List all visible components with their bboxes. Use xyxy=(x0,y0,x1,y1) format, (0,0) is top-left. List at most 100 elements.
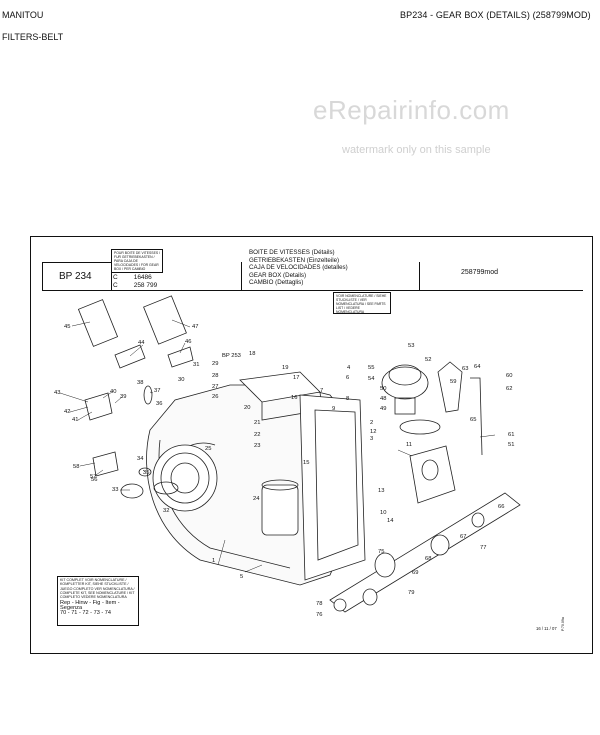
callout-27: 27 xyxy=(212,384,218,390)
callout-14: 14 xyxy=(387,518,394,524)
rep-header: Rep - Hinw - Fig - Item - Segenza xyxy=(60,600,120,611)
callout-13: 13 xyxy=(378,488,384,494)
callout-68: 68 xyxy=(425,556,431,562)
callout-7: 7 xyxy=(320,388,323,394)
callout-49: 49 xyxy=(380,406,386,412)
callout-33: 33 xyxy=(112,487,118,493)
watermark-sub: watermark only on this sample xyxy=(342,144,491,156)
callout-64: 64 xyxy=(474,364,481,370)
callout-58: 58 xyxy=(73,464,79,470)
callout-12: 12 xyxy=(370,429,376,435)
title-line-fr: BOITE DE VITESSES (Détails) xyxy=(249,249,335,256)
callout-32: 32 xyxy=(163,508,169,514)
callout-19: 19 xyxy=(282,365,288,371)
callout-38: 38 xyxy=(137,380,143,386)
callout-47: 47 xyxy=(192,324,198,330)
callout-25: 25 xyxy=(205,446,211,452)
callout-28: 28 xyxy=(212,373,218,379)
lever-assembly xyxy=(437,361,483,456)
callout-66: 66 xyxy=(498,504,504,510)
callout-59: 59 xyxy=(450,379,456,385)
note-box: POUR BOITE DE VITESSES / FUR GETRIEBEKAS… xyxy=(111,249,163,273)
date-code: 16 / 11 / 07 xyxy=(536,626,557,631)
pump-assembly xyxy=(381,364,441,435)
callout-52: 52 xyxy=(425,357,431,363)
callout-69: 69 xyxy=(412,570,418,576)
callout-22: 22 xyxy=(254,432,260,438)
callout-9: 9 xyxy=(332,406,335,412)
callout-62: 62 xyxy=(506,386,512,392)
callout-57: 57 xyxy=(90,474,96,480)
callout-75: 75 xyxy=(378,549,384,555)
callout-61: 61 xyxy=(508,432,514,438)
callout-60: 60 xyxy=(506,373,512,379)
callout-16: 16 xyxy=(291,395,297,401)
sheet-code-box: BP 234 xyxy=(42,262,112,290)
callout-3: 3 xyxy=(370,436,373,442)
serial-value-1: 16486 xyxy=(133,274,152,281)
callout-29: 29 xyxy=(212,361,218,367)
rep-values: 70 - 71 - 72 - 73 - 74 xyxy=(60,610,111,617)
callout-20: 20 xyxy=(244,405,250,411)
callout-40: 40 xyxy=(110,389,116,395)
callout-53: 53 xyxy=(408,343,414,349)
page-header-title: BP234 - GEAR BOX (DETAILS) (258799MOD) xyxy=(400,10,591,20)
right-side-assembly xyxy=(299,394,366,581)
callout-44: 44 xyxy=(138,340,145,346)
callout-79: 79 xyxy=(408,590,414,596)
header-separator xyxy=(42,290,583,291)
callout-41: 41 xyxy=(72,417,78,423)
callout-39: 39 xyxy=(120,394,126,400)
modification-reference: 258799mod xyxy=(461,269,498,276)
callout-50: 50 xyxy=(380,386,386,392)
leader-lines xyxy=(59,319,496,573)
callout-48: 48 xyxy=(380,396,386,402)
callout-42: 42 xyxy=(64,409,70,415)
callout-10: 10 xyxy=(380,510,386,516)
bp-reference: BP 253 xyxy=(222,353,241,359)
callout-35: 35 xyxy=(143,470,149,476)
header-divider xyxy=(241,262,242,290)
callout-15: 15 xyxy=(303,460,309,466)
serial-value-2: 258 799 xyxy=(133,282,158,289)
callout-51: 51 xyxy=(508,442,514,448)
callout-43: 43 xyxy=(54,390,60,396)
callout-46: 46 xyxy=(185,339,191,345)
callout-77: 77 xyxy=(480,545,486,551)
callout-31: 31 xyxy=(193,362,199,368)
header-divider xyxy=(419,262,420,290)
callout-55: 55 xyxy=(368,365,374,371)
callout-76: 76 xyxy=(316,612,322,618)
sheet-code: BP 234 xyxy=(59,271,92,282)
callout-2: 2 xyxy=(370,420,373,426)
callout-24: 24 xyxy=(253,496,260,502)
title-line-de: GETRIEBEKASTEN (Einzelteile) xyxy=(249,256,340,264)
callout-5: 5 xyxy=(240,574,243,580)
callout-11: 11 xyxy=(406,442,412,448)
kit-reference-box: KIT COMPLET VOIR NOMENCLATURE / KOMPLETT… xyxy=(57,576,139,626)
title-line-it: CAMBIO (Dettaglis) xyxy=(249,279,304,287)
cylinder-part xyxy=(409,445,456,504)
callout-37: 37 xyxy=(154,388,160,394)
title-line-es: CAJA DE VELOCIDADES (detalles) xyxy=(249,264,348,272)
callout-4: 4 xyxy=(347,365,351,371)
callout-23: 23 xyxy=(254,443,260,449)
kit-text: KIT COMPLET VOIR NOMENCLATURE / KOMPLETT… xyxy=(60,578,135,600)
callout-56: 56 xyxy=(91,477,97,483)
callout-34: 34 xyxy=(137,456,144,462)
callout-numbers: 45 47 44 46 43 40 42 41 39 38 37 36 58 5… xyxy=(54,324,514,618)
callout-45: 45 xyxy=(64,324,70,330)
callout-30: 30 xyxy=(178,377,184,383)
drawing-title-block: BOITE DE VITESSES (Détails) GETRIEBEKAST… xyxy=(249,249,348,287)
small-parts-left xyxy=(77,295,194,499)
section-label: FILTERS-BELT xyxy=(2,32,64,42)
see-parts-list-box: VOIR NOMENCLATURE / SIEHE STUCKLISTE / V… xyxy=(333,292,391,314)
brand-label: MANITOU xyxy=(2,10,44,20)
watermark-main: eRepairinfo.com xyxy=(313,95,510,125)
title-line-en: GEAR BOX (Details) xyxy=(249,271,307,279)
callout-63: 63 xyxy=(462,366,468,372)
gear-train xyxy=(329,492,521,613)
callout-1: 1 xyxy=(212,558,215,564)
